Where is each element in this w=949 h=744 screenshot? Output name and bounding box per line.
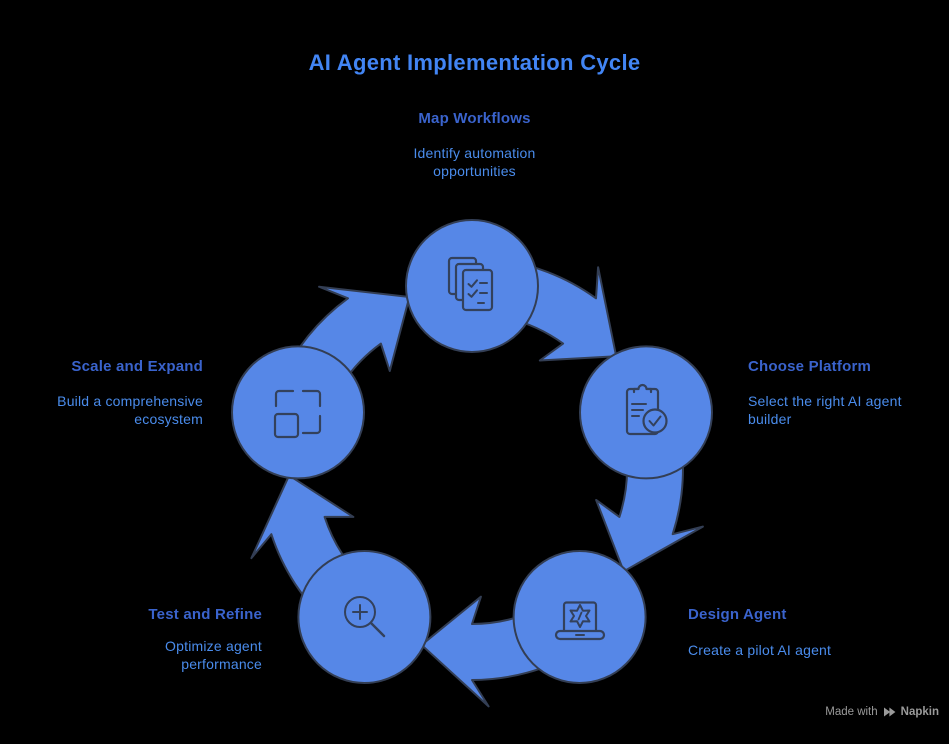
watermark-prefix: Made with (825, 706, 878, 718)
node-description-map-workflows: Identify automation opportunities (413, 145, 536, 179)
node-description-scale-and-expand: Build a comprehensive ecosystem (57, 393, 203, 427)
node-label-scale-and-expand: Scale and Expand (71, 358, 203, 375)
node-label-choose-platform: Choose Platform (748, 358, 872, 375)
node-label-test-and-refine: Test and Refine (148, 606, 262, 623)
documents-checklist-icon (447, 256, 494, 312)
node-circle-test-and-refine (297, 550, 432, 684)
watermark-brand: Napkin (900, 706, 939, 718)
node-description-design-agent: Create a pilot AI agent (688, 642, 832, 658)
clipboard-check-icon (625, 383, 668, 436)
magnifier-plus-icon (344, 596, 386, 638)
napkin-logo-icon (883, 707, 896, 717)
node-circle-scale-and-expand (231, 345, 365, 480)
scale-squares-icon (273, 389, 322, 439)
node-label-design-agent: Design Agent (688, 606, 787, 623)
napkin-watermark[interactable]: Made with Napkin (825, 706, 939, 718)
node-label-map-workflows: Map Workflows (418, 110, 531, 127)
laptop-gear-icon (554, 601, 606, 641)
node-description-test-and-refine: Optimize agent performance (165, 638, 262, 672)
page-title: AI Agent Implementation Cycle (308, 50, 641, 75)
node-description-choose-platform: Select the right AI agent builder (748, 393, 902, 427)
